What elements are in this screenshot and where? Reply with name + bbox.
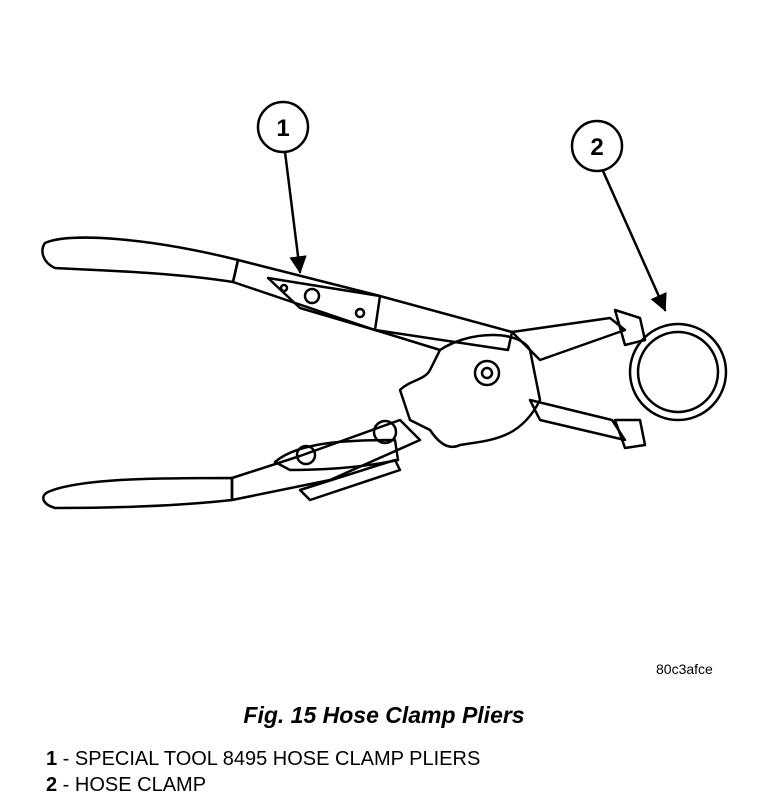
legend-separator: - bbox=[57, 774, 75, 796]
upper-jaw bbox=[510, 316, 627, 362]
upper-handle-grip bbox=[41, 236, 240, 284]
legend-separator: - bbox=[57, 748, 75, 770]
lower-jaw bbox=[528, 398, 627, 442]
legend-number: 2 bbox=[46, 774, 58, 796]
hose-clamp-outer bbox=[628, 322, 728, 422]
lower-handle-arm bbox=[230, 418, 422, 502]
image-code: 80c3afce bbox=[656, 661, 713, 677]
pliers-illustration: 1 2 bbox=[41, 100, 728, 510]
leader-line-1 bbox=[283, 150, 307, 274]
legend-text: SPECIAL TOOL 8495 HOSE CLAMP PLIERS bbox=[74, 748, 481, 770]
legend-number: 1 bbox=[46, 748, 58, 770]
legend: 1 - SPECIAL TOOL 8495 HOSE CLAMP PLIERS … bbox=[46, 746, 480, 798]
leader-line-2 bbox=[601, 169, 667, 312]
callout-number-1: 1 bbox=[276, 115, 289, 142]
legend-text: HOSE CLAMP bbox=[74, 774, 207, 796]
callout-number-2: 2 bbox=[590, 134, 603, 161]
legend-item: 1 - SPECIAL TOOL 8495 HOSE CLAMP PLIERS bbox=[46, 746, 480, 772]
legend-item: 2 - HOSE CLAMP bbox=[46, 772, 480, 798]
lower-handle-grip bbox=[42, 476, 234, 510]
callout-circle-2 bbox=[570, 119, 624, 173]
pliers-body bbox=[373, 328, 542, 449]
figure-caption: Fig. 15 Hose Clamp Pliers bbox=[243, 702, 525, 728]
hose-clamp-inner bbox=[636, 330, 720, 414]
callout-circle-1 bbox=[256, 100, 310, 154]
